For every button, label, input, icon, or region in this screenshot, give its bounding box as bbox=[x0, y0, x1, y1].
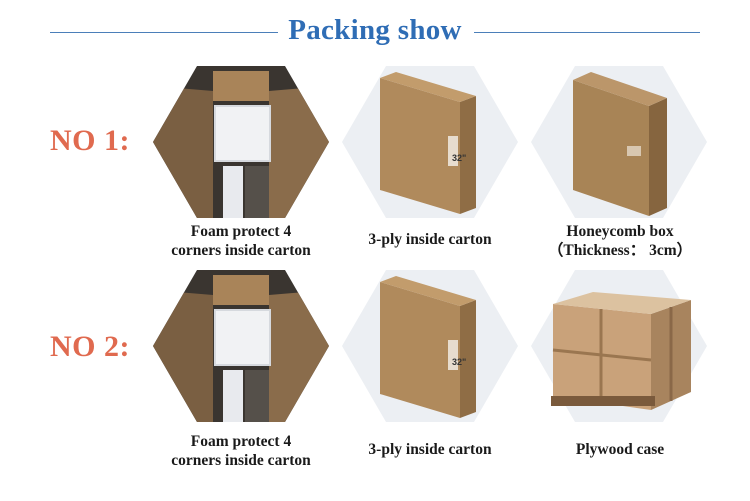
plywood-case-image bbox=[531, 270, 707, 422]
caption-line: 3-ply inside carton bbox=[368, 231, 492, 248]
caption-plywood: Plywood case bbox=[520, 440, 720, 459]
caption-line: corners inside carton bbox=[171, 452, 311, 469]
caption-foam-2: Foam protect 4 corners inside carton bbox=[141, 432, 341, 470]
caption-line: Foam protect 4 bbox=[190, 223, 292, 240]
photo-plywood-case bbox=[531, 270, 707, 422]
box-mark-text: 32" bbox=[452, 357, 466, 367]
caption-3ply-1: 3-ply inside carton bbox=[330, 230, 530, 249]
honeycomb-box-image bbox=[531, 66, 707, 218]
page-title: Packing show bbox=[288, 14, 462, 46]
caption-line: 3-ply inside carton bbox=[368, 441, 492, 458]
photo-foam-carton-1 bbox=[153, 66, 329, 218]
photo-3ply-carton-2: 32" bbox=[342, 270, 518, 422]
header-rule-right bbox=[474, 32, 700, 33]
caption-line: Foam protect 4 bbox=[190, 433, 292, 450]
row-label-no2: NO 2: bbox=[50, 330, 130, 363]
caption-line: Honeycomb box bbox=[566, 223, 674, 240]
photo-foam-carton-2 bbox=[153, 270, 329, 422]
photo-3ply-carton-1: 32" bbox=[342, 66, 518, 218]
row-label-no1: NO 1: bbox=[50, 124, 130, 157]
caption-honeycomb: Honeycomb box （Thickness： 3cm） bbox=[520, 222, 720, 260]
foam-carton-image bbox=[153, 270, 329, 422]
page-header: Packing show bbox=[0, 0, 750, 66]
foam-carton-image bbox=[153, 66, 329, 218]
3ply-carton-image: 32" bbox=[342, 270, 518, 422]
caption-line: （Thickness： 3cm） bbox=[547, 242, 693, 259]
caption-line: Plywood case bbox=[575, 441, 665, 458]
caption-foam-1: Foam protect 4 corners inside carton bbox=[141, 222, 341, 260]
caption-3ply-2: 3-ply inside carton bbox=[330, 440, 530, 459]
box-mark-text: 32" bbox=[452, 153, 466, 163]
photo-honeycomb-box bbox=[531, 66, 707, 218]
caption-line: corners inside carton bbox=[171, 242, 311, 259]
3ply-carton-image: 32" bbox=[342, 66, 518, 218]
header-rule-left bbox=[50, 32, 278, 33]
